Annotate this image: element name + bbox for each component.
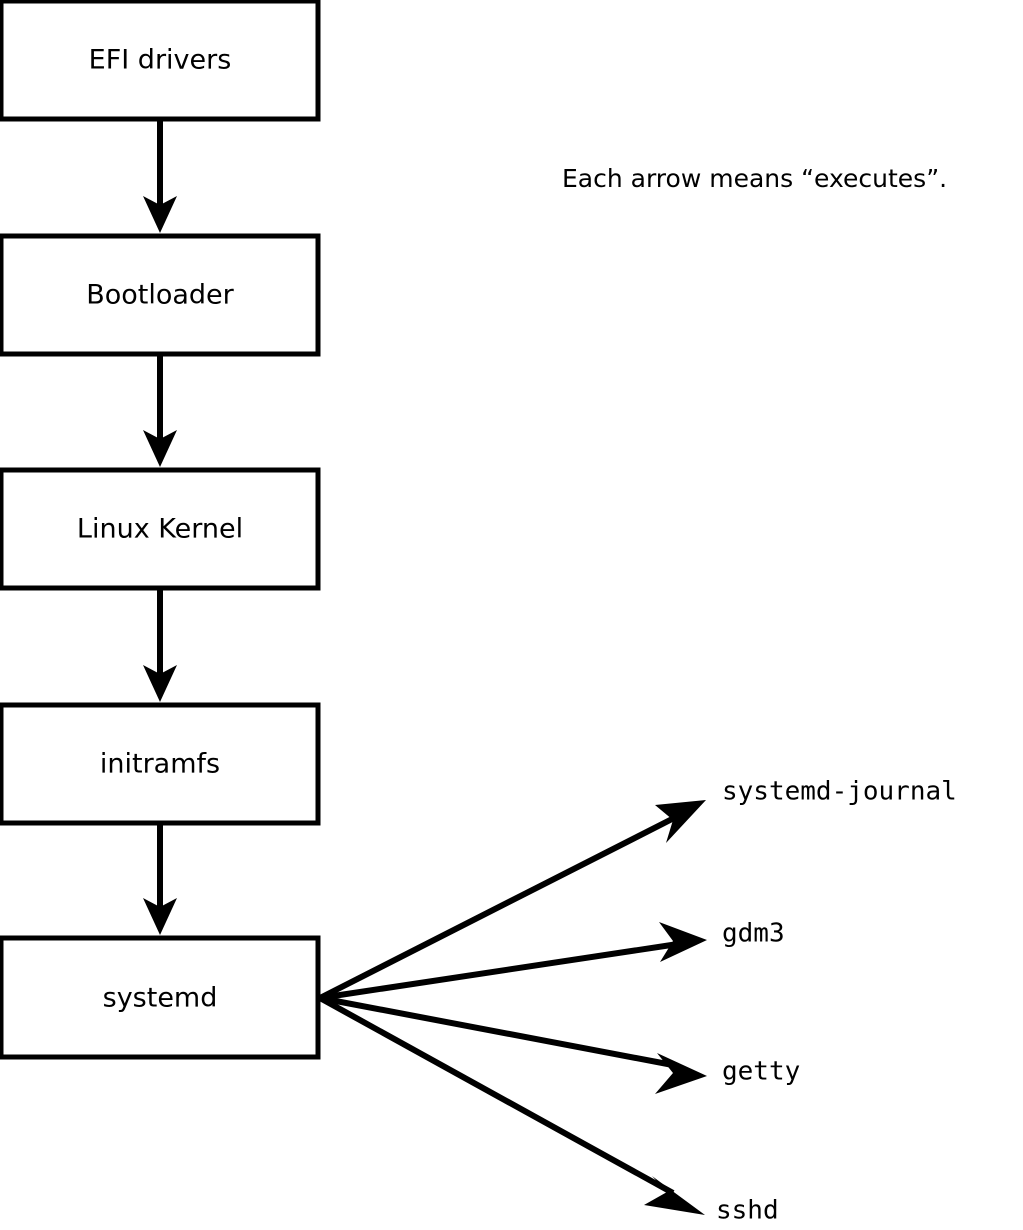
arrow-head-icon xyxy=(655,800,706,843)
node-label: EFI drivers xyxy=(89,45,232,76)
edge-line xyxy=(319,995,679,1069)
leaf-labels-group: systemd-journal gdm3 getty sshd xyxy=(716,777,957,1226)
fanout-edges-group xyxy=(318,800,707,1215)
arrow-head-icon xyxy=(143,898,177,935)
edge-kernel-to-initramfs xyxy=(143,590,177,702)
node-box[interactable] xyxy=(0,467,321,591)
node-label: systemd xyxy=(103,983,218,1014)
edge-initramfs-to-systemd xyxy=(143,825,177,935)
edge-systemd-to-sshd xyxy=(318,995,705,1215)
edge-systemd-to-gdm3 xyxy=(319,922,707,1001)
node-systemd[interactable]: systemd xyxy=(0,935,321,1060)
edge-line xyxy=(318,814,678,1001)
diagram-caption: Each arrow means “executes”. xyxy=(562,164,947,193)
arrow-head-icon xyxy=(143,430,177,467)
node-efi-drivers[interactable]: EFI drivers xyxy=(0,0,321,122)
node-box[interactable] xyxy=(0,0,321,122)
node-bootloader[interactable]: Bootloader xyxy=(0,233,321,357)
edge-systemd-to-getty xyxy=(319,995,707,1094)
arrow-head-icon xyxy=(644,1176,705,1215)
node-initramfs[interactable]: initramfs xyxy=(0,702,321,826)
edge-line xyxy=(319,941,679,1001)
arrow-head-icon xyxy=(659,922,707,962)
vertical-edges-group xyxy=(143,121,177,935)
node-box[interactable] xyxy=(0,935,321,1060)
edge-efi-to-bootloader xyxy=(143,121,177,233)
leaf-label-systemd-journal[interactable]: systemd-journal xyxy=(722,777,957,807)
arrow-head-icon xyxy=(655,1053,707,1094)
node-box[interactable] xyxy=(0,702,321,826)
node-linux-kernel[interactable]: Linux Kernel xyxy=(0,467,321,591)
arrow-head-icon xyxy=(143,196,177,233)
edge-bootloader-to-kernel xyxy=(143,356,177,467)
node-box[interactable] xyxy=(0,233,321,357)
edge-systemd-to-systemd-journal xyxy=(318,800,706,1001)
edge-line xyxy=(318,995,675,1196)
leaf-label-getty[interactable]: getty xyxy=(722,1057,800,1087)
node-label: Linux Kernel xyxy=(77,514,243,545)
node-label: initramfs xyxy=(100,749,220,780)
node-label: Bootloader xyxy=(86,280,234,311)
arrow-head-icon xyxy=(143,665,177,702)
leaf-label-sshd[interactable]: sshd xyxy=(716,1196,779,1226)
leaf-label-gdm3[interactable]: gdm3 xyxy=(722,919,785,949)
